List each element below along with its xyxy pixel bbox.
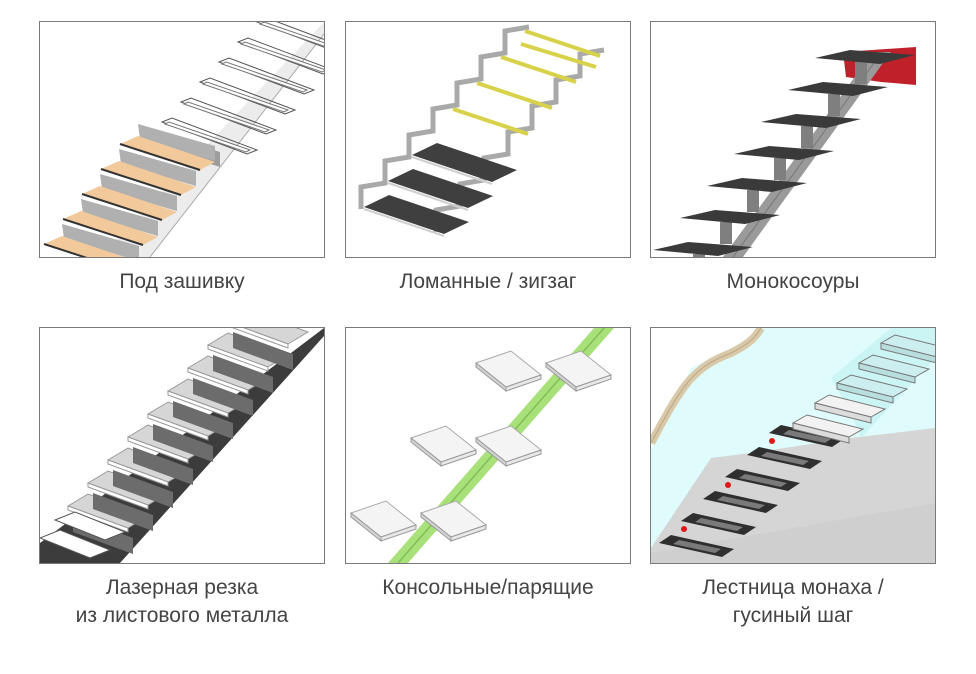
caption-line: Под зашивку [119,270,245,293]
stair-illustration [651,328,935,563]
tread [815,50,915,64]
stair-type-caption: Монокосоуры [640,268,946,296]
marker-dot [725,482,731,488]
tread [734,146,834,160]
stair-image-laser-cut [39,327,325,564]
stair-illustration [43,22,324,257]
caption-line: из листового металла [75,604,289,627]
stair-image-cantilever [345,327,631,564]
caption-line: гусиный шаг [732,604,854,627]
tread [761,114,861,128]
tread [788,82,888,96]
tread [680,210,780,224]
stair-type-caption: Лестница монаха / гусиный шаг [640,574,946,630]
tread [44,236,125,257]
stair-type-caption: Ломанные / зигзаг [335,268,641,296]
marker-dot [681,526,687,532]
tread [120,136,215,170]
stair-type-caption: Лазерная резка из листового металла [29,574,335,630]
caption-line: Лазерная резка [105,576,259,599]
marker-dot [769,438,775,444]
stair-type-caption: Консольные/парящие [335,574,641,602]
tread [364,195,469,234]
caption-line: Ломанные / зигзаг [399,270,577,293]
stair-type-caption: Под зашивку [29,268,335,296]
stair-illustration [358,24,605,237]
tread [707,178,807,192]
stair-image-under-cladding [39,21,325,258]
stair-image-mono-stringer [650,21,936,258]
stair-image-monk-stair [650,327,936,564]
stair-illustration [40,328,324,563]
tread [82,186,177,220]
stair-image-zigzag [345,21,631,258]
tread [653,242,753,256]
tread [101,161,196,195]
tread [388,169,493,208]
caption-line: Консольные/парящие [382,576,594,599]
tread [63,211,158,245]
caption-line: Монокосоуры [726,270,860,293]
stair-illustration [349,328,614,563]
tread [412,143,517,182]
caption-line: Лестница монаха / [702,576,884,599]
stair-illustration [653,47,916,257]
